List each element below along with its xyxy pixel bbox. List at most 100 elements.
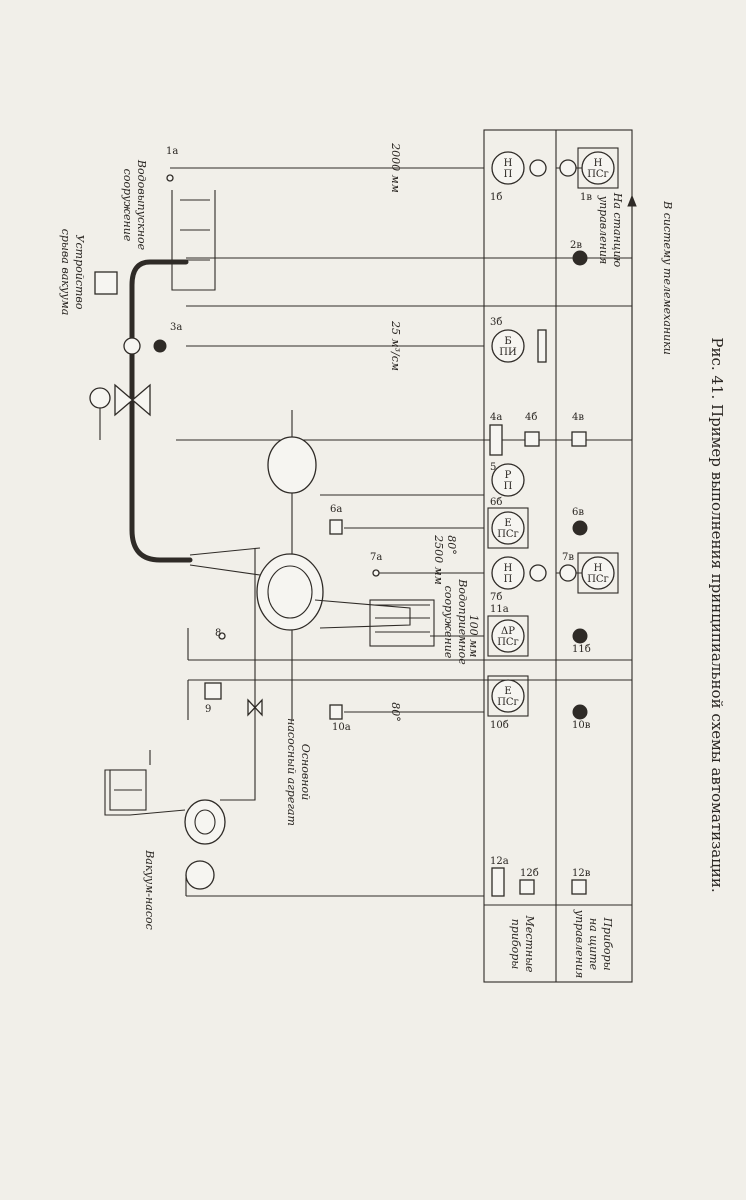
tag-7b: 7б bbox=[490, 592, 502, 603]
main-unit-label-2: насосный агрегат bbox=[285, 718, 298, 826]
note-temp-80b-text: 80° bbox=[389, 702, 402, 722]
lamp-2v bbox=[572, 250, 588, 266]
d11a-top: ΔР bbox=[501, 626, 515, 637]
d1b-bot: П bbox=[504, 169, 513, 180]
instr-4a bbox=[489, 424, 503, 456]
instr-7b bbox=[491, 556, 525, 590]
telemechanics-arrow bbox=[627, 194, 637, 207]
d5-bot: П bbox=[504, 481, 513, 492]
signal-lines bbox=[170, 167, 632, 897]
lamp-10v bbox=[572, 704, 588, 720]
outlet-label-1: Водовыпускное bbox=[135, 159, 148, 251]
tag-4a: 4а bbox=[490, 412, 502, 423]
tag-6a: 6а bbox=[330, 504, 342, 515]
intake-label-2: сооружение bbox=[442, 586, 455, 659]
tag-1b: 1б bbox=[490, 192, 502, 203]
note-to-station: На станцию управления bbox=[597, 192, 624, 268]
note-telemechanics: В систему телемеханики bbox=[661, 200, 674, 355]
valve-9 bbox=[247, 698, 263, 717]
lamp-11b bbox=[572, 628, 588, 644]
d7b-top: Н bbox=[504, 563, 513, 574]
note-temp-80b: 80° bbox=[389, 702, 402, 722]
d7v-top: Н bbox=[594, 563, 603, 574]
row-title-local-1: Местные bbox=[523, 914, 536, 973]
lamp-6v bbox=[572, 520, 588, 536]
tag-3a: 3а bbox=[170, 322, 182, 333]
d7v-bot: ПСг bbox=[587, 574, 609, 585]
note-temp-80: 80° bbox=[445, 535, 458, 555]
level-gauge-8 bbox=[218, 632, 226, 640]
main-pump bbox=[189, 410, 411, 720]
row-title-panel-2: на щите bbox=[587, 918, 600, 971]
instr-5 bbox=[491, 463, 525, 497]
local-instruments bbox=[487, 151, 547, 897]
thermo-6a bbox=[329, 519, 343, 535]
d6b-top: Е bbox=[504, 518, 511, 529]
outlet-label: Водовыпускное сооружение bbox=[121, 159, 148, 251]
note-pressure-25: 25 м³/см bbox=[389, 320, 402, 371]
instr-11a bbox=[491, 619, 525, 653]
gate-valve bbox=[89, 383, 151, 440]
tag-10b: 10б bbox=[490, 720, 509, 731]
d1v-top: Н bbox=[594, 158, 603, 169]
note-level-2000: 2000 мм bbox=[389, 142, 402, 193]
tag-2v: 2в bbox=[570, 240, 582, 251]
instr-1v bbox=[581, 151, 615, 185]
outlet-label-2: сооружение bbox=[121, 169, 134, 242]
d5-top: Р bbox=[505, 470, 512, 481]
valve-9-actuator bbox=[204, 682, 222, 700]
tag-6b: 6б bbox=[490, 497, 502, 508]
intake-label: Водоприемное сооружение bbox=[442, 578, 469, 665]
vacuum-breaker-label: Устройство срыва вакуума bbox=[59, 229, 86, 316]
note-to-station-1: На станцию bbox=[611, 192, 624, 268]
row-title-panel-1: Приборы bbox=[601, 916, 614, 970]
tag-4v: 4в bbox=[572, 412, 584, 423]
tag-10a: 10а bbox=[332, 722, 351, 733]
note-to-station-2: управления bbox=[597, 195, 610, 265]
vacuum-line bbox=[220, 548, 256, 801]
d1v-bot: ПСг bbox=[587, 169, 609, 180]
main-unit-label-1: Основной bbox=[299, 744, 312, 800]
d10b-top: Е bbox=[504, 686, 511, 697]
note-pressure-25-text: 25 м³/см bbox=[389, 320, 402, 371]
tag-6v: 6в bbox=[572, 507, 584, 518]
d1b-top: Н bbox=[504, 158, 513, 169]
note-temp-80-text: 80° bbox=[445, 535, 458, 555]
note-mm-100-text: 100 мм bbox=[467, 615, 480, 658]
tag-7v: 7в bbox=[562, 552, 574, 563]
tag-4b: 4б bbox=[525, 412, 537, 423]
thermo-10a bbox=[329, 704, 343, 720]
tag-3b: 3б bbox=[490, 317, 502, 328]
note-mm-100: 100 мм bbox=[467, 615, 480, 658]
tag-11a: 11а bbox=[490, 604, 509, 615]
tag-7a: 7а bbox=[370, 552, 382, 563]
tag-8: 8 bbox=[215, 628, 221, 639]
instr-12v bbox=[571, 879, 587, 895]
tag-10v: 10в bbox=[572, 720, 591, 731]
instr-12b bbox=[519, 879, 535, 895]
intake-structure bbox=[369, 569, 435, 647]
pressure-sensor-3a bbox=[153, 339, 167, 353]
tag-11b: 11б bbox=[572, 644, 591, 655]
figure-caption: Рис. 41. Пример выполнения принципиально… bbox=[708, 337, 726, 892]
instr-4b bbox=[524, 431, 540, 447]
discharge-pipe bbox=[129, 259, 193, 563]
instr-1b bbox=[491, 151, 525, 185]
vacuum-breaker-label-1: Устройство bbox=[73, 235, 86, 310]
device-letters: Н П Н ПСг Б ПИ Р П Е ПСг Н П Н ПСг ΔР ПС… bbox=[497, 158, 609, 708]
drawing: Местные приборы Приборы на щите управлен… bbox=[59, 129, 674, 983]
instr-7v bbox=[581, 556, 615, 590]
d3b-top: Б bbox=[504, 336, 511, 347]
note-level-2500-text: 2500 мм bbox=[432, 534, 445, 585]
outlet-structure bbox=[166, 174, 216, 291]
vacuum-pump-label: Вакуум-насос bbox=[143, 849, 156, 930]
tag-9: 9 bbox=[205, 704, 211, 715]
instr-12a bbox=[491, 867, 505, 897]
vacuum-breaker bbox=[94, 271, 118, 295]
d10b-bot: ПСг bbox=[497, 697, 519, 708]
vacuum-breaker-label-2: срыва вакуума bbox=[59, 229, 72, 316]
flow-sensor bbox=[123, 337, 141, 355]
tag-12a: 12а bbox=[490, 856, 509, 867]
note-level-2500: 2500 мм bbox=[432, 534, 445, 585]
tag-labels: 1а 1б 1в 2в 3а 3б 4а 4б 4в 5 6а 6б 6в 7а… bbox=[166, 146, 592, 879]
